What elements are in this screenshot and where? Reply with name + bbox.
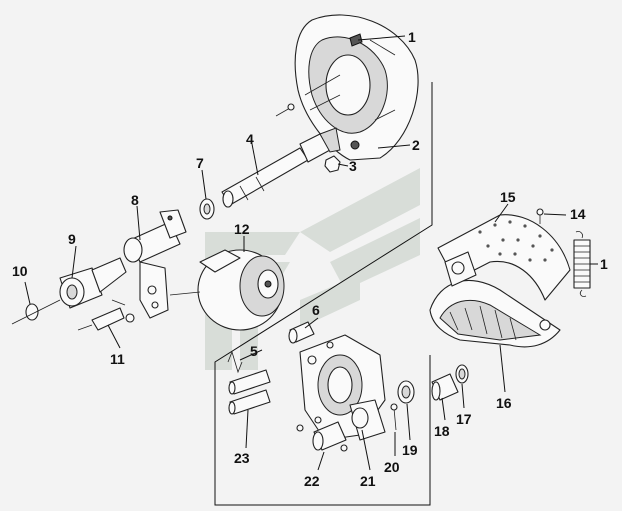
return-spring	[573, 231, 591, 297]
retaining-clip	[227, 350, 243, 374]
callout-20: 20	[384, 459, 400, 475]
callout-15: 15	[500, 189, 516, 205]
callout-22: 22	[304, 473, 320, 489]
callout-23: 23	[234, 450, 250, 466]
clevis-linkage	[77, 299, 135, 331]
callout-1-right: 1	[600, 256, 608, 272]
brake-shoe	[429, 251, 561, 348]
bolt	[390, 403, 398, 431]
callout-16: 16	[496, 395, 512, 411]
brake-chamber	[169, 249, 285, 331]
leader-lines	[24, 35, 598, 471]
callout-21: 21	[360, 473, 376, 489]
callout-3: 3	[349, 158, 357, 174]
o-ring	[11, 299, 61, 325]
callout-2: 2	[412, 137, 420, 153]
callout-1-top: 1	[408, 29, 416, 45]
callout-12: 12	[234, 221, 250, 237]
callout-17: 17	[456, 411, 472, 427]
anchor-pin-upper	[288, 321, 315, 344]
callout-19: 19	[402, 442, 418, 458]
small-screw	[536, 208, 544, 224]
callout-11: 11	[110, 351, 125, 367]
dust-shield	[294, 14, 419, 161]
callout-14: 14	[570, 206, 586, 222]
callout-8: 8	[131, 192, 139, 208]
brake-spider	[299, 334, 386, 441]
anchor-pins	[228, 369, 271, 415]
seal-ring	[397, 380, 415, 404]
cam-bracket	[123, 209, 187, 263]
roller	[431, 373, 459, 401]
brake-lining	[437, 214, 571, 301]
camshaft	[221, 127, 341, 208]
nut	[324, 155, 341, 173]
callout-4: 4	[246, 131, 254, 147]
assembly-frame	[214, 82, 433, 506]
callout-9: 9	[68, 231, 76, 247]
callout-10: 10	[12, 263, 28, 279]
roller-bushing	[455, 364, 469, 384]
washer	[199, 198, 215, 220]
callout-labels: 1 2 3 4 7 8 9 10 11 12 15 14 1 6 5 16 17…	[12, 29, 608, 489]
callout-18: 18	[434, 423, 450, 439]
bushing	[296, 421, 348, 452]
shield-bolt	[275, 103, 295, 117]
callout-6: 6	[312, 302, 320, 318]
slack-adjuster	[59, 257, 169, 319]
callout-7: 7	[196, 155, 204, 171]
callout-5: 5	[250, 343, 258, 359]
